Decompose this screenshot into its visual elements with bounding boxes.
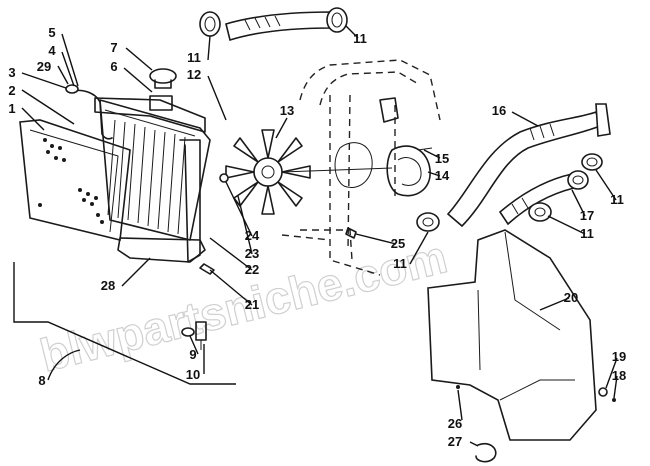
callout-22: 22	[245, 262, 259, 277]
callout-19: 19	[612, 349, 626, 364]
callout-9: 9	[189, 347, 196, 362]
washer-icon	[598, 387, 608, 397]
hose-clamp-icon	[528, 202, 552, 222]
retainer-clip	[475, 442, 497, 463]
callout-5: 5	[48, 25, 55, 40]
callout-29: 29	[37, 59, 51, 74]
callout-3: 3	[8, 65, 15, 80]
callout-28: 28	[101, 278, 115, 293]
cooling-fan-icon	[225, 129, 393, 215]
callout-25: 25	[391, 236, 405, 251]
screw-icon	[199, 263, 215, 275]
hose-clamp-icon	[199, 11, 221, 37]
callout-6: 6	[110, 59, 117, 74]
overflow-tube	[71, 89, 113, 140]
hose-clamp-icon	[416, 212, 440, 232]
upper-hose	[225, 11, 333, 42]
engine-frame-outline	[281, 59, 441, 276]
bolt-icon	[345, 227, 357, 239]
callout-18: 18	[612, 368, 626, 383]
callout-7: 7	[110, 40, 117, 55]
leader-lines	[21, 25, 618, 447]
radiator-cap-icon	[149, 68, 177, 89]
hose-clamp-icon	[567, 170, 589, 190]
radiator-top-tank	[94, 95, 206, 133]
callout-17: 17	[580, 208, 594, 223]
washer-icon	[65, 84, 79, 94]
watermark-text: blwpartsniche.com	[35, 230, 452, 381]
radiator-core	[19, 119, 131, 241]
drain-plug-icon	[195, 321, 207, 350]
callout-14: 14	[435, 168, 450, 183]
callout-11: 11	[353, 31, 367, 46]
callout-4: 4	[48, 43, 56, 58]
callout-11: 11	[580, 226, 594, 241]
callout-15: 15	[435, 151, 449, 166]
callout-12: 12	[187, 67, 201, 82]
callout-11: 11	[187, 50, 201, 65]
callout-1: 1	[8, 101, 15, 116]
callout-20: 20	[564, 290, 578, 305]
callout-24: 24	[245, 228, 260, 243]
hose-clamp-icon	[581, 153, 603, 171]
callout-23: 23	[245, 246, 259, 261]
lower-hose	[446, 103, 611, 228]
mounting-bracket	[117, 139, 206, 263]
callout-16: 16	[492, 103, 506, 118]
callout-21: 21	[245, 297, 259, 312]
group-bracket	[13, 262, 236, 385]
callout-10: 10	[186, 367, 200, 382]
callout-27: 27	[448, 434, 462, 449]
callout-2: 2	[8, 83, 15, 98]
callout-26: 26	[448, 416, 462, 431]
water-pump-housing	[386, 145, 433, 197]
callout-8: 8	[38, 373, 45, 388]
rivet-icon	[456, 385, 460, 389]
callout-11: 11	[610, 192, 624, 207]
drain-gasket-icon	[181, 327, 195, 337]
callout-13: 13	[280, 103, 294, 118]
belt-guard-shield	[427, 229, 597, 441]
hose-clamp-icon	[326, 7, 348, 33]
fan-washer-icon	[219, 173, 229, 183]
rivet-icon	[612, 398, 616, 402]
callout-11: 11	[393, 256, 407, 271]
